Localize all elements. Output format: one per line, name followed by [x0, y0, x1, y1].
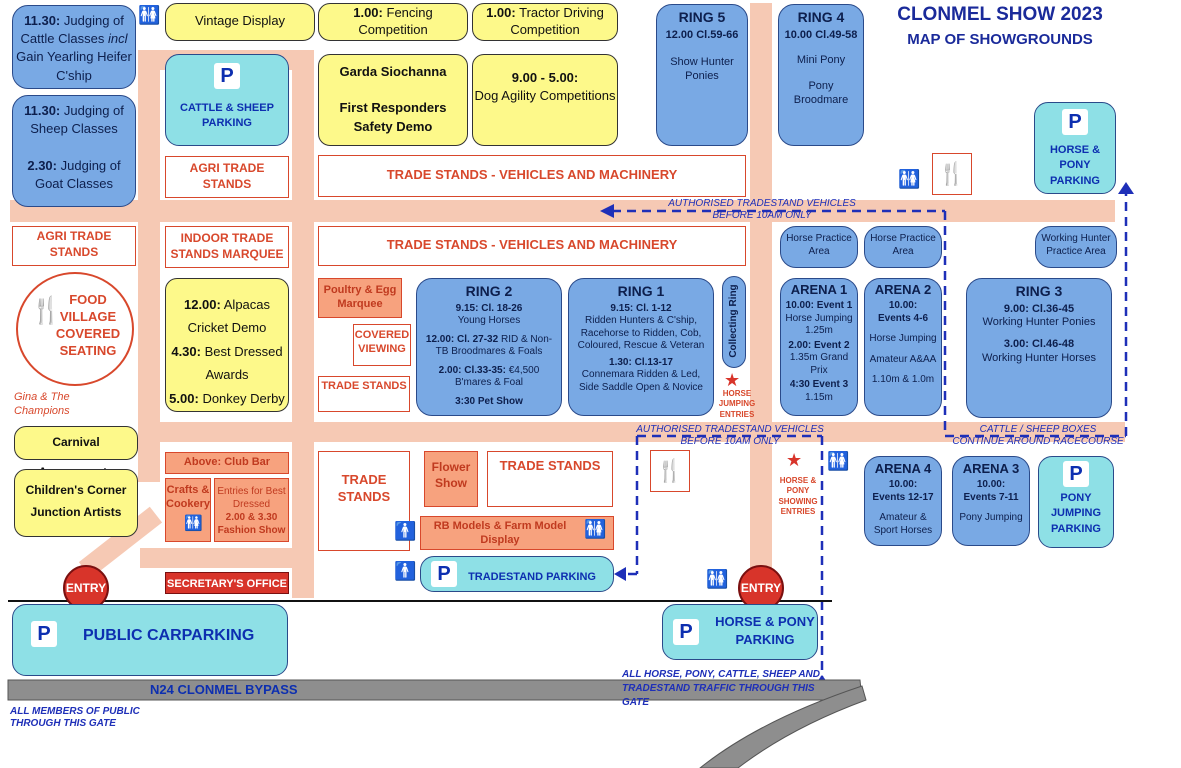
road-lower-horizontal: [140, 548, 312, 568]
toilets-icon-rb: 🚻: [584, 519, 607, 539]
covered-viewing: COVERED VIEWING: [353, 324, 411, 366]
fencing-competition: 1.00: Fencing Competition: [318, 3, 468, 41]
parking-p-icon: P: [673, 619, 699, 645]
road-main-horizontal: [10, 200, 1115, 222]
collecting-ring: Collecting Ring: [722, 276, 746, 368]
map-title: CLONMEL SHOW 2023: [897, 4, 1103, 25]
entry-horse[interactable]: ENTRY: [738, 565, 784, 611]
n24-bypass-label: N24 CLONMEL BYPASS: [150, 682, 298, 697]
food-icon-centre: 🍴: [650, 450, 690, 492]
horse-pony-showing-entries: HORSE & PONY SHOWING ENTRIES: [778, 476, 818, 517]
gina-label: Gina & The Champions: [14, 391, 70, 418]
indoor-trade-marquee: INDOOR TRADE STANDS MARQUEE: [165, 226, 289, 268]
flower-show: Flower Show: [424, 451, 478, 507]
parking-p-icon: P: [31, 621, 57, 647]
trade-stands-big2: TRADE STANDS: [487, 451, 613, 507]
toilet-icon-parking: 🚹: [394, 561, 417, 581]
agri-trade-stands-left: AGRI TRADE STANDS: [12, 226, 136, 266]
secretarys-office: SECRETARY'S OFFICE: [165, 572, 289, 594]
trade-stands-vehicles-2: TRADE STANDS - VEHICLES AND MACHINERY: [318, 226, 746, 266]
ring-2[interactable]: RING 2 9.15: Cl. 18-26 Young Horses 12.0…: [416, 278, 562, 416]
horse-pony-parking-bottom: P HORSE & PONY PARKING: [662, 604, 818, 660]
toilets-icon-entry: 🚻: [706, 569, 729, 589]
all-horse-note: ALL HORSE, PONY, CATTLE, SHEEP AND TRADE…: [622, 669, 820, 708]
horse-jumping-entries-star: ★: [724, 370, 741, 390]
arena-4[interactable]: ARENA 4 10.00:Events 12-17 Amateur & Spo…: [864, 456, 942, 546]
toilets-icon-arena: 🚻: [827, 451, 850, 471]
horse-practice-area-2: Horse Practice Area: [864, 226, 942, 268]
horse-practice-area-1: Horse Practice Area: [780, 226, 858, 268]
toilet-icon-trade: 🚹: [394, 521, 417, 541]
toilets-icon-top-right: 🚻: [898, 169, 921, 189]
parking-p-icon: P: [1062, 109, 1088, 135]
showing-entries-star: ★: [786, 450, 803, 470]
road-left-vertical: [138, 52, 160, 482]
tractor-driving-competition: 1.00: Tractor Driving Competition: [472, 3, 618, 41]
working-hunter-practice: Working Hunter Practice Area: [1035, 226, 1117, 268]
trade-stands-vehicles-1: TRADE STANDS - VEHICLES AND MACHINERY: [318, 155, 746, 197]
carnival-amusements: Carnival Amusements: [14, 426, 138, 479]
horse-jumping-entries: HORSE JUMPING ENTRIES: [718, 389, 756, 419]
map-subtitle: MAP OF SHOWGROUNDS: [907, 31, 1093, 48]
arena-3[interactable]: ARENA 3 10.00:Events 7-11 Pony Jumping: [952, 456, 1030, 546]
food-fork-icon: 🍴: [30, 295, 63, 325]
tradestand-parking: P TRADESTAND PARKING: [420, 556, 614, 592]
toilets-icon: 🚻: [138, 5, 161, 25]
trade-stands-big: TRADE STANDS: [318, 451, 410, 551]
parking-p-icon: P: [1063, 461, 1089, 487]
trade-stands-small: TRADE STANDS: [318, 376, 410, 412]
arena-2[interactable]: ARENA 2 10.00:Events 4-6 Horse Jumping A…: [864, 278, 942, 416]
toilets-icon-crafts: 🚻: [184, 515, 203, 532]
all-public-note: ALL MEMBERS OF PUBLIC THROUGH THIS GATE: [10, 706, 140, 729]
road-right-vertical: [750, 3, 772, 593]
vintage-display: Vintage Display: [165, 3, 315, 41]
food-icon-top-right: 🍴: [932, 153, 972, 195]
poultry-egg-marquee: Poultry & Egg Marquee: [318, 278, 402, 318]
road-mid-horizontal: [140, 422, 1125, 442]
parking-p-icon: P: [214, 63, 240, 89]
agri-trade-stands-mid: AGRI TRADE STANDS: [165, 156, 289, 198]
crafts-cookery: Crafts & Cookery: [165, 478, 211, 542]
club-bar: Above: Club Bar: [165, 452, 289, 474]
parking-p-icon: P: [431, 561, 457, 587]
rb-models: RB Models & Farm Model Display: [420, 516, 614, 550]
entry-public[interactable]: ENTRY: [63, 565, 109, 611]
dog-agility: 9.00 - 5.00:Dog Agility Competitions: [472, 54, 618, 146]
road-second-vertical: [292, 52, 314, 598]
ring-1[interactable]: RING 1 9.15: Cl. 1-12 Ridden Hunters & C…: [568, 278, 714, 416]
